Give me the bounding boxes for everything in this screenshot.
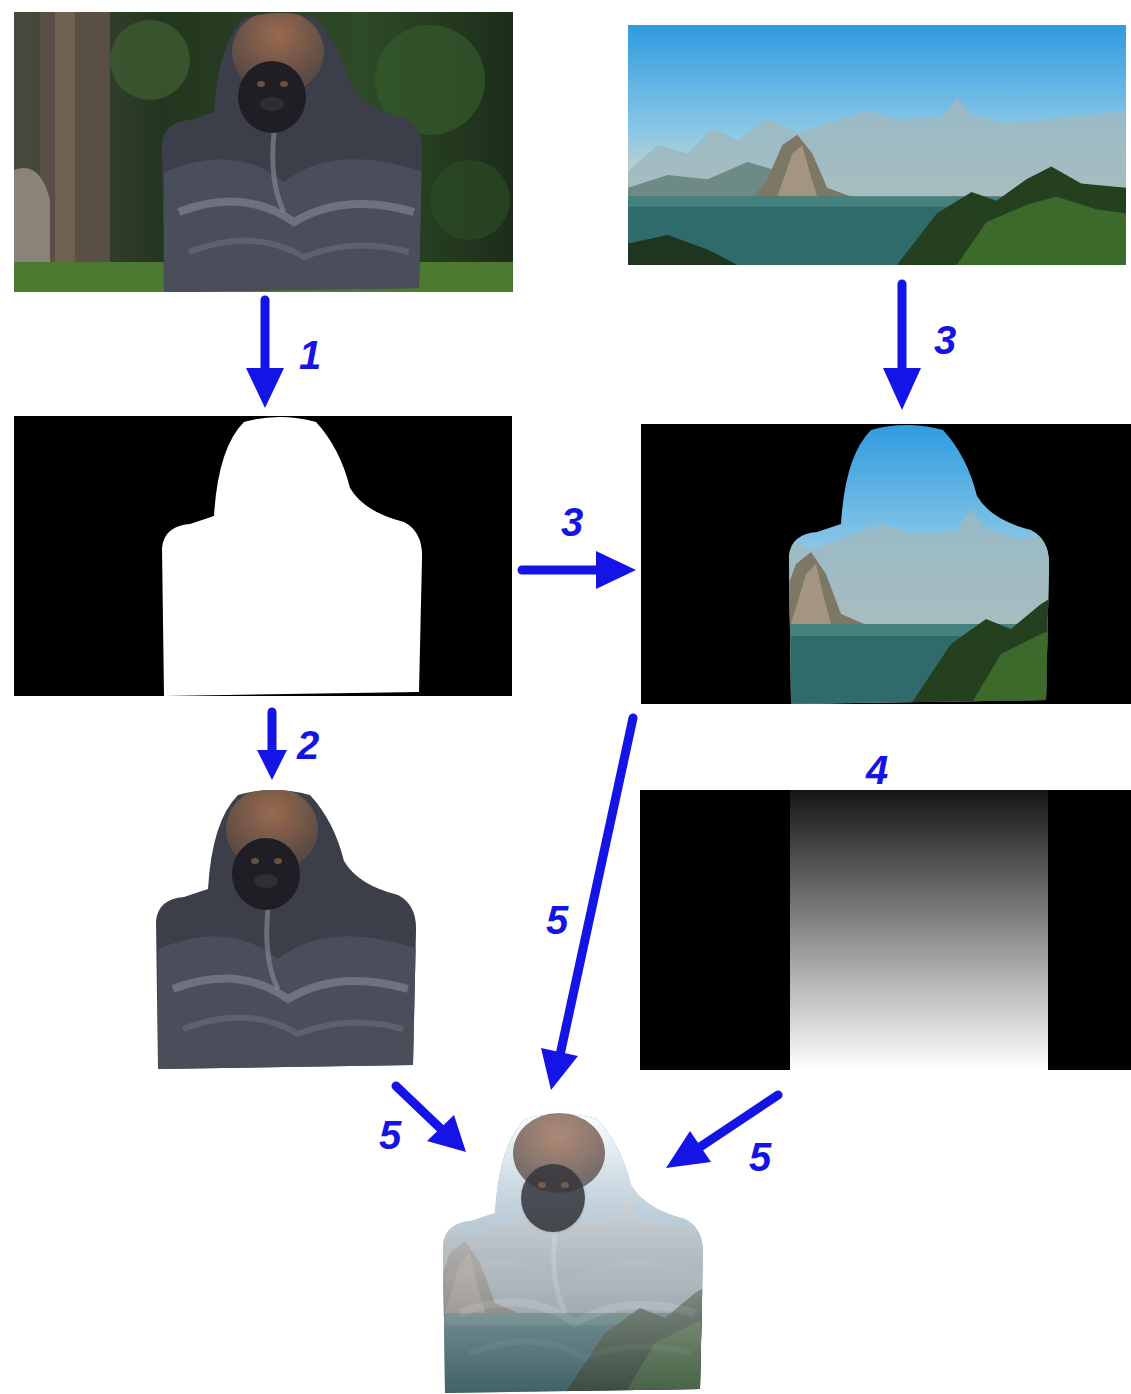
step-number: 3 xyxy=(934,320,956,360)
gradient-mask xyxy=(640,790,1131,1070)
blended-result xyxy=(295,1111,795,1394)
step-number: 3 xyxy=(561,502,583,542)
step-number: 4 xyxy=(866,750,888,790)
cutout-gorilla xyxy=(5,787,505,1079)
step-number: 1 xyxy=(299,335,321,375)
landscape-photo xyxy=(628,25,1126,265)
step-number: 5 xyxy=(379,1115,401,1155)
step-number: 5 xyxy=(546,900,568,940)
flow-arrows xyxy=(246,284,921,1168)
mask-image xyxy=(14,416,512,696)
gorilla-photo xyxy=(14,10,513,302)
step-number: 5 xyxy=(749,1137,771,1177)
step-number: 2 xyxy=(297,725,319,765)
masked-landscape xyxy=(641,424,1131,704)
